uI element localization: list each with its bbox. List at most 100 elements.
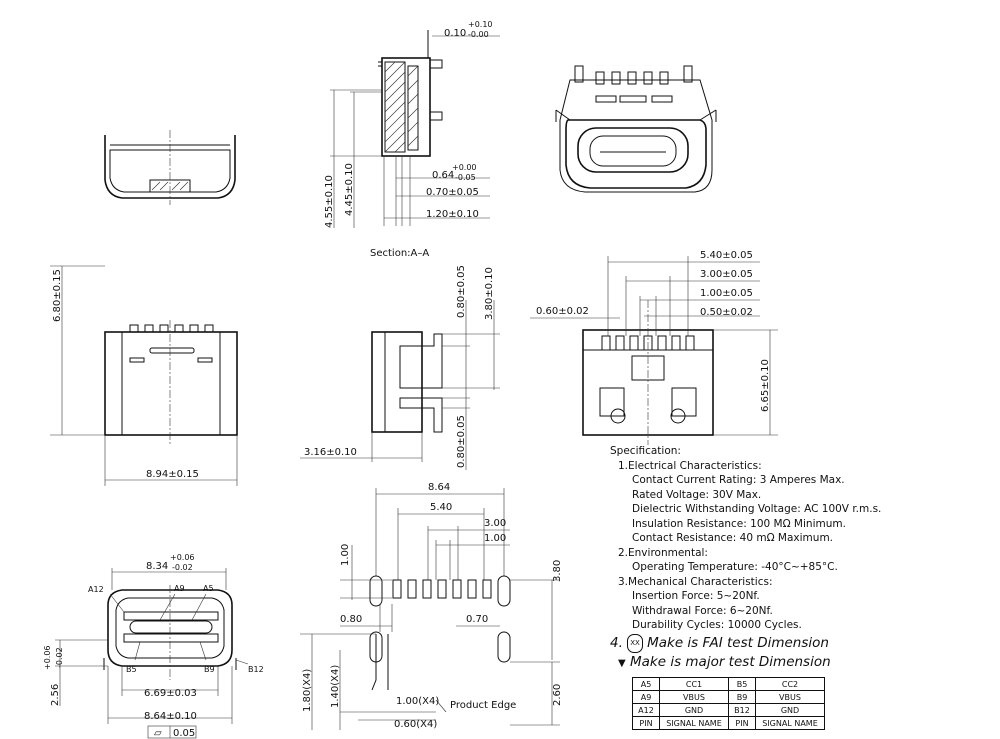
spec-mechanical: 3.Mechanical Characteristics: [618,575,773,588]
note-fai-number: 4. [610,634,623,651]
table-cell: B9 [728,690,756,704]
dim-mouth-minus: -0.02 [172,563,193,572]
spec-environmental: 2.Environmental: [618,546,708,559]
dim-sec-064-minus: -0.05 [455,173,476,182]
dim-pcb-260: 2.60 [552,684,563,706]
dim-pcb-380: 3.80 [552,560,563,582]
pin-label-a5: A5 [203,584,214,593]
table-row: A12 GND B12 GND [632,703,825,717]
dim-top-main: 0.10 [444,28,466,39]
table-cell: A5 [632,677,660,691]
table-cell: A12 [632,703,660,717]
spec-durability: Durability Cycles: 10000 Cycles. [632,619,802,631]
dim-mouth-256-minus: -0.02 [55,647,64,668]
pin-signal-table: A5 CC1 B5 CC2 A9 VBUS B9 VBUS A12 GND B1… [632,677,825,730]
dim-mouth-834: 8.34 [146,561,168,572]
flatness-symbol: ⏥ [154,728,162,739]
dim-pcb-100b: 1.00 [340,544,351,566]
dim-fp-665: 6.65±0.10 [760,359,771,412]
dim-top-tol-minus: -0.00 [468,30,489,39]
dim-fp-300: 3.00±0.05 [700,269,753,280]
table-header-cell: PIN [728,716,756,730]
dim-pcb-100a: 1.00 [484,533,506,544]
dim-pcb-540: 5.40 [430,502,452,513]
end-view-top-left [104,130,236,205]
dim-mouth-256: 2.56 [50,684,61,706]
dim-flatness: 0.05 [173,728,195,739]
dimension-labels: +0.10 0.10 -0.00 +0.00 0.64 -0.05 0.70±0… [43,20,771,739]
table-header-cell: SIGNAL NAME [755,716,825,730]
dim-mouth-669: 6.69±0.03 [144,688,197,699]
spec-insulation: Insulation Resistance: 100 MΩ Minimum. [632,517,846,530]
pcb-layout-view [300,488,560,730]
specification-block: Specification: 1.Electrical Characterist… [610,444,990,672]
dim-side-380: 3.80±0.10 [484,267,495,320]
pin-label-b9: B9 [204,665,215,674]
fai-symbol-icon: XX [627,633,643,653]
table-cell: VBUS [659,690,729,704]
table-row: A9 VBUS B9 VBUS [632,690,825,704]
dim-side-080b: 0.80±0.05 [456,415,467,468]
table-cell: GND [755,703,825,717]
table-header-row: PIN SIGNAL NAME PIN SIGNAL NAME [632,716,825,730]
dim-pcb-100x4: 1.00(X4) [396,696,439,707]
dim-pcb-180: 1.80(X4) [302,669,313,712]
spec-withdrawal: Withdrawal Force: 6~20Nf. [632,604,773,617]
dim-front-680: 6.80±0.15 [52,269,63,322]
dim-sec-070: 0.70±0.05 [426,187,479,198]
table-cell: B12 [728,703,756,717]
table-cell: CC1 [659,677,729,691]
isometric-view [555,65,717,193]
spec-note-major: ▼ Make is major test Dimension [610,654,990,672]
table-cell: B5 [728,677,756,691]
front-view [50,265,238,486]
note-major-text: Make is major test Dimension [630,653,831,670]
spec-voltage: Rated Voltage: 30V Max. [632,488,762,501]
dim-fp-060: 0.60±0.02 [536,306,589,317]
dim-fp-100: 1.00±0.05 [700,288,753,299]
dim-front-894: 8.94±0.15 [146,469,199,480]
spec-note-fai: 4. XX Make is FAI test Dimension [610,633,990,653]
dim-pcb-060x4: 0.60(X4) [394,719,437,730]
footprint-view [530,256,778,445]
dim-mouth-plus: +0.06 [170,553,195,562]
dim-pcb-140: 1.40(X4) [330,665,341,708]
dim-sec-064: 0.64 [432,170,454,181]
dim-pcb-864: 8.64 [428,482,450,493]
dim-mouth-864: 8.64±0.10 [144,711,197,722]
dim-side-316: 3.16±0.10 [304,447,357,458]
spec-insertion: Insertion Force: 5~20Nf. [632,590,760,602]
dim-fp-050: 0.50±0.02 [700,307,753,318]
table-cell: A9 [632,690,660,704]
dim-sec-455: 4.55±0.10 [324,175,335,228]
spec-temperature: Operating Temperature: -40°C~+85°C. [632,561,838,573]
note-fai-text: Make is FAI test Dimension [647,634,829,651]
mouth-view [55,568,249,739]
table-row: A5 CC1 B5 CC2 [632,677,825,691]
dim-pcb-080: 0.80 [340,614,362,625]
table-cell: VBUS [755,690,825,704]
dim-sec-064-plus: +0.00 [452,163,477,172]
table-header-cell: PIN [632,716,660,730]
table-cell: CC2 [755,677,825,691]
section-label: Section:A–A [370,248,429,259]
dim-pcb-300: 3.00 [484,518,506,529]
product-edge-label: Product Edge [450,700,516,711]
section-a-a-view: Section:A–A [330,30,500,259]
dim-fp-540: 5.40±0.05 [700,250,753,261]
pin-label-b12: B12 [248,665,264,674]
spec-dielectric: Dielectric Withstanding Voltage: AC 100V… [632,503,882,515]
dim-top-tol-plus: +0.10 [468,20,493,29]
pin-label-b5: B5 [126,665,137,674]
table-cell: GND [659,703,729,717]
spec-current: Contact Current Rating: 3 Amperes Max. [632,474,845,486]
dim-sec-445: 4.45±0.10 [344,163,355,216]
table-header-cell: SIGNAL NAME [659,716,729,730]
pin-label-a12: A12 [88,585,104,594]
dim-mouth-256-plus: +0.06 [43,645,52,670]
spec-electrical: 1.Electrical Characteristics: [618,459,762,472]
dim-side-080a: 0.80±0.05 [456,265,467,318]
dim-pcb-070: 0.70 [466,614,488,625]
spec-title: Specification: [610,445,681,457]
